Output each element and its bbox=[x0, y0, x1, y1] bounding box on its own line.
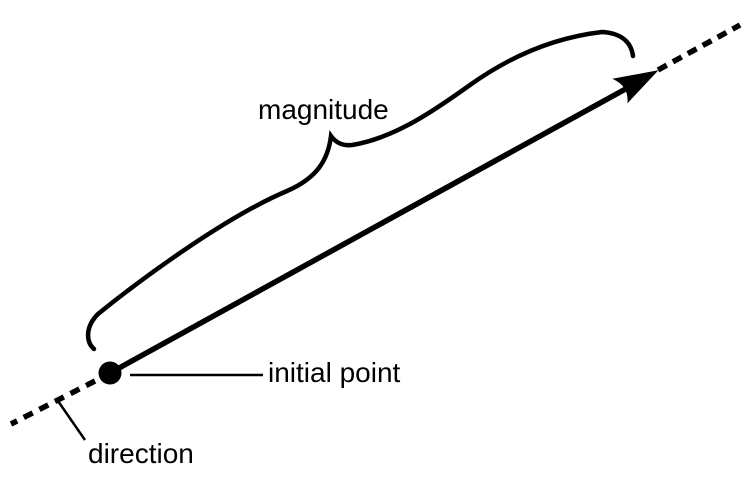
vector-shaft-line bbox=[108, 78, 642, 376]
direction-dashed-line-lower bbox=[9, 378, 97, 427]
direction-leader-line bbox=[56, 400, 87, 441]
initial-point-dot bbox=[98, 361, 122, 385]
arrowhead-icon bbox=[612, 70, 659, 104]
magnitude-label: magnitude bbox=[258, 94, 389, 125]
direction-dashed-line-upper bbox=[656, 22, 742, 73]
initial-point-label: initial point bbox=[268, 357, 401, 388]
direction-label: direction bbox=[88, 438, 194, 469]
magnitude-brace bbox=[85, 29, 636, 352]
